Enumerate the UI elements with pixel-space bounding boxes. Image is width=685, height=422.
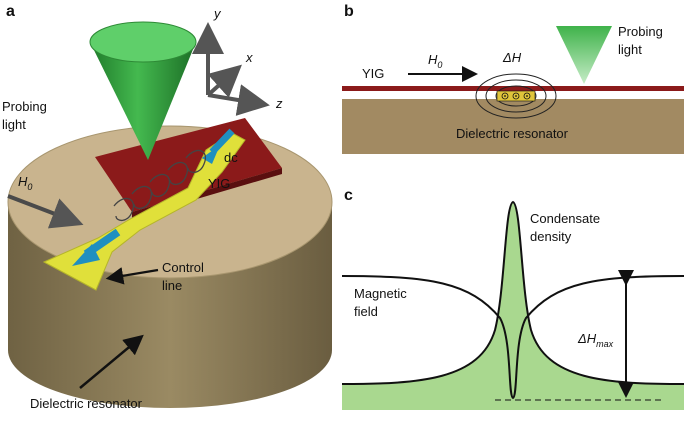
current-arrow-bottom-head [72, 244, 100, 266]
b-probing-light-line2: light [618, 42, 642, 57]
b-delta-h-label: ΔH [502, 50, 522, 65]
a-h0-arrow [7, 194, 84, 229]
axes: y x z [192, 6, 283, 116]
probing-light-cone [90, 42, 196, 160]
panel-a-letter: a [6, 3, 15, 20]
magnetic-field-curve [341, 275, 685, 400]
b-probing-light-cone [556, 26, 612, 84]
b-resonator-block [342, 99, 684, 154]
condensate-density-curve [341, 200, 685, 385]
c-condensate-density-line1: Condensate [530, 211, 600, 226]
b-current-symbols [501, 92, 531, 100]
b-yig-film [342, 86, 684, 91]
c-condensate-density-line2: density [530, 229, 572, 244]
field-loops [113, 149, 207, 222]
a-yig-label: YIG [208, 176, 230, 191]
c-magnetic-field-line2: field [354, 304, 378, 319]
axis-y-label: y [213, 6, 222, 21]
control-line-label-2: line [162, 278, 182, 293]
b-yig-label: YIG [362, 66, 384, 81]
panel-c: c Condensate density Magnetic field ΔHma… [341, 187, 685, 410]
control-line-label-1: Control [162, 260, 204, 275]
a-dielectric-resonator-label: Dielectric resonator [30, 396, 143, 411]
current-arrow-top-head [202, 145, 220, 164]
a-dc-label: dc [224, 150, 238, 165]
condensate-density-fill [342, 202, 684, 410]
b-probing-light-line1: Probing [618, 24, 663, 39]
panel-a: a y x z [2, 3, 333, 411]
control-line-arrow [105, 267, 159, 285]
panel-b-letter: b [344, 3, 354, 20]
a-probing-light-line1: Probing [2, 99, 47, 114]
b-field-loops [475, 73, 557, 119]
a-h0-label: H0 [18, 174, 32, 192]
axis-x-label: x [245, 50, 253, 65]
panel-c-letter: c [344, 187, 353, 204]
probing-light-cone-top [89, 21, 197, 63]
b-dielectric-resonator-label: Dielectric resonator [456, 126, 569, 141]
axis-z-label: z [275, 96, 283, 111]
a-probing-light-line2: light [2, 117, 26, 132]
panel-b: b YIG H0 ΔH Probing light Dielectric res… [342, 3, 684, 154]
c-magnetic-field-line1: Magnetic [354, 286, 407, 301]
b-h0-label: H0 [428, 52, 442, 70]
c-delta-hmax-label: ΔHmax [577, 331, 614, 349]
a-resonator-arrow [79, 334, 144, 389]
